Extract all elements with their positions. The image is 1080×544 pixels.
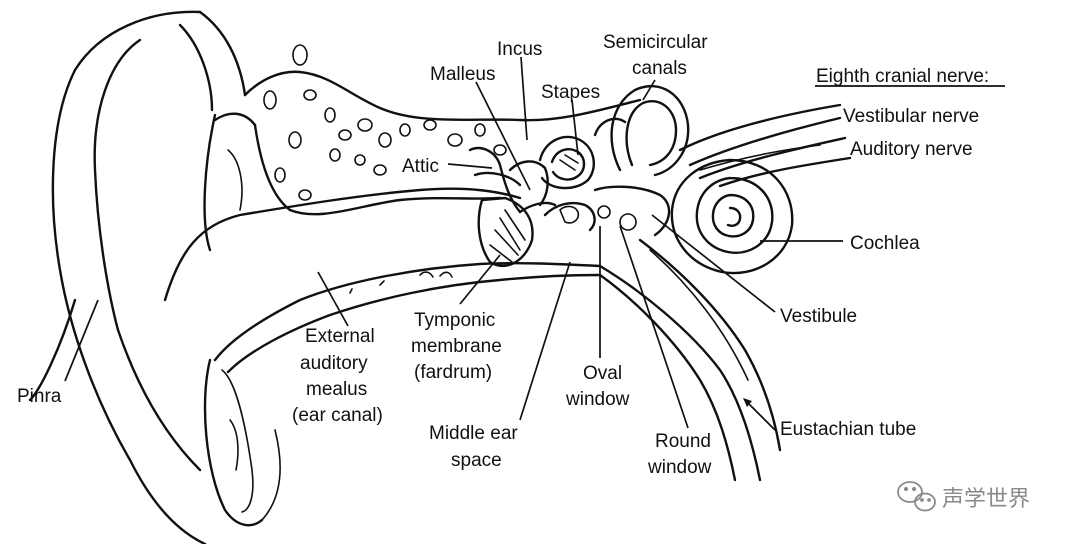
cochlea-drawing — [593, 158, 794, 275]
eustachian-tube-drawing — [598, 238, 782, 482]
label-external-3: mealus — [306, 379, 367, 400]
label-middle-2: space — [451, 450, 502, 471]
label-tympanic-3: (fardrum) — [414, 362, 492, 383]
label-semicircular-2: canals — [632, 58, 687, 79]
diagram-labels: Incus Semicircular canals Malleus Stapes… — [17, 32, 989, 478]
label-oval-2: window — [565, 389, 630, 410]
label-semicircular-1: Semicircular — [603, 32, 708, 53]
pinna-drawing — [28, 10, 281, 544]
label-round-2: window — [647, 457, 712, 478]
watermark-text: 声学世界 — [942, 487, 1030, 512]
tympanic-membrane-drawing — [477, 196, 534, 268]
label-vestibular-nerve: Vestibular nerve — [843, 106, 979, 127]
leader-lines — [64, 56, 1005, 431]
label-incus: Incus — [497, 39, 542, 60]
label-eustachian: Eustachian tube — [780, 419, 916, 440]
label-malleus: Malleus — [430, 64, 495, 85]
label-vestibule: Vestibule — [780, 306, 857, 327]
label-external-4: (ear canal) — [292, 405, 383, 426]
label-stapes: Stapes — [541, 82, 600, 103]
label-external-1: External — [305, 326, 375, 347]
temporal-bone-drawing — [213, 44, 642, 216]
label-attic: Attic — [402, 156, 439, 177]
label-tympanic-2: membrane — [411, 336, 502, 357]
label-pinna: Pinra — [17, 386, 62, 407]
ossicles-drawing — [468, 146, 596, 232]
label-external-2: auditory — [300, 353, 368, 374]
semicircular-canals-drawing — [538, 84, 690, 190]
label-tympanic-1: Tymponic — [414, 310, 495, 331]
label-cochlea: Cochlea — [850, 233, 920, 254]
label-round-1: Round — [655, 431, 711, 452]
label-auditory-nerve: Auditory nerve — [850, 139, 973, 160]
label-oval-1: Oval — [583, 363, 622, 384]
label-eighth-nerve: Eighth cranial nerve: — [816, 66, 989, 87]
wechat-icon — [897, 481, 936, 512]
watermark: 声学世界 — [897, 481, 1030, 512]
label-middle-1: Middle ear — [429, 423, 518, 444]
cranial-nerve-drawing — [678, 103, 852, 188]
ear-canal-drawing — [163, 187, 602, 374]
